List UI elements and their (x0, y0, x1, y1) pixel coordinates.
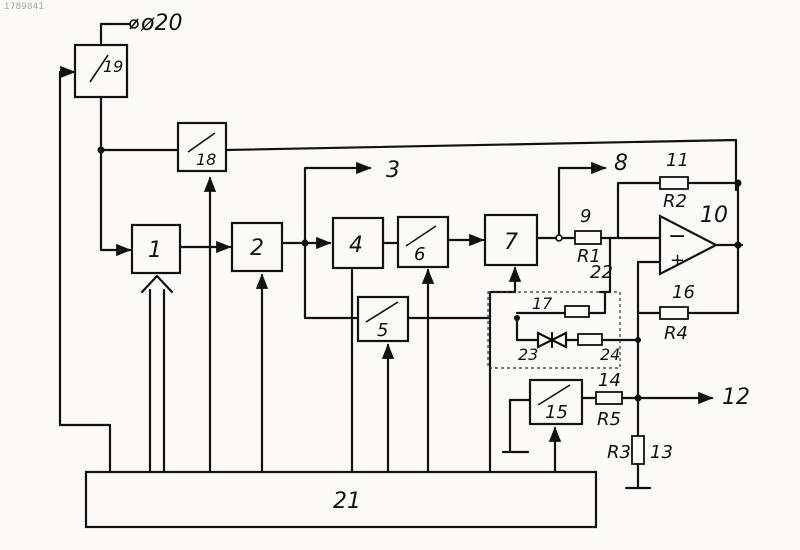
switch-6: 6 (398, 217, 448, 267)
block-21-label: 21 (333, 489, 361, 514)
resistor-16-number: 16 (672, 282, 695, 303)
zener-diode-23 (538, 333, 566, 347)
terminal-20-label: ø20 (140, 11, 182, 36)
bus-21-to-1 (150, 290, 164, 472)
wire-19-to-20 (101, 24, 130, 45)
opamp-label: 10 (700, 203, 728, 228)
svg-text:−: − (668, 224, 686, 249)
element-17-label: 17 (532, 294, 553, 313)
resistor-r5-name: R5 (597, 409, 621, 430)
switch-6-label: 6 (414, 244, 425, 265)
block-4-label: 4 (349, 233, 363, 258)
resistor-11-number: 11 (666, 150, 689, 171)
wire-plus-input (638, 262, 660, 313)
resistor-r1 (575, 231, 601, 244)
resistor-24 (578, 334, 602, 345)
resistor-r2 (660, 177, 688, 189)
switch-15: 15 (530, 380, 582, 424)
wire-feedback-r2 (618, 183, 660, 238)
svg-text:+: + (670, 250, 685, 271)
switch-5-label: 5 (377, 320, 388, 341)
resistor-r3-name: R3 (607, 442, 631, 463)
resistor-r3 (632, 436, 644, 464)
switch-19: 19 (75, 45, 127, 97)
switch-18: 18 (178, 123, 226, 171)
resistor-r4 (660, 307, 688, 319)
block-2-label: 2 (250, 236, 264, 261)
switch-19-label: 19 (103, 57, 123, 76)
wire-19-to-1 (101, 97, 130, 250)
resistor-13-number: 13 (650, 442, 673, 463)
resistor-r2-name: R2 (663, 191, 687, 212)
resistor-r4-name: R4 (664, 323, 688, 344)
opamp-10: − + 10 (660, 203, 728, 274)
element-22-label: 22 (590, 262, 613, 283)
element-24-label: 24 (600, 345, 620, 364)
ground-r3 (626, 464, 650, 488)
block-1-label: 1 (148, 238, 162, 263)
watermark-text: 1789841 (4, 2, 44, 12)
resistor-22 (565, 306, 589, 317)
resistor-14-number: 14 (598, 370, 621, 391)
resistor-r5 (596, 392, 622, 404)
switch-15-label: 15 (545, 402, 568, 423)
resistor-9-number: 9 (580, 206, 591, 227)
output-12-label: 12 (722, 385, 750, 410)
bus-arrow-icon (142, 276, 172, 292)
switch-18-label: 18 (196, 150, 216, 169)
output-3-label: 3 (386, 158, 400, 183)
element-23-label: 23 (518, 345, 538, 364)
wire-21-to-19 (60, 72, 110, 472)
block-7-label: 7 (504, 230, 518, 255)
output-8-label: 8 (614, 151, 628, 176)
wire-21-to-7 (490, 268, 515, 472)
ground-15 (503, 400, 530, 452)
switch-5: 5 (358, 297, 408, 341)
